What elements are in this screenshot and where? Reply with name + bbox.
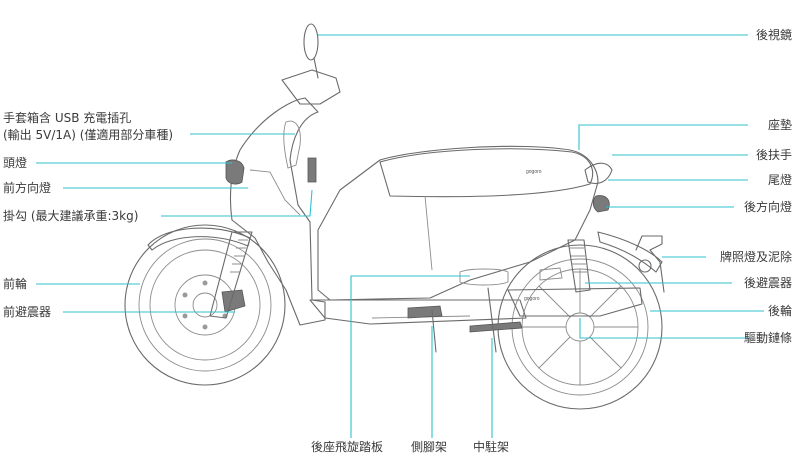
- leader-footrest: [350, 275, 470, 438]
- label-front-wheel: 前輪: [3, 277, 28, 291]
- label-usb-spec: (輸出 5V/1A) (僅適用部分車種): [3, 128, 174, 142]
- label-tail-light: 尾燈: [767, 173, 792, 187]
- label-seat: 座墊: [767, 118, 792, 132]
- label-rear-turn-signal: 後方向燈: [743, 200, 792, 214]
- label-mirror: 後視鏡: [755, 28, 792, 42]
- brand-mark-swingarm: gogoro: [524, 296, 540, 302]
- swing-arm-drawing: [507, 287, 643, 317]
- label-hook: 掛勾 (最大建議承重:3kg): [3, 209, 139, 223]
- label-rear-wheel: 後輪: [767, 304, 792, 318]
- leader-lines: [36, 34, 764, 438]
- rear-fender-drawing: [597, 231, 665, 293]
- label-side-stand: 側腳架: [411, 440, 448, 454]
- leader-hook: [161, 189, 313, 217]
- front-body-drawing: [225, 97, 326, 326]
- rear-body-drawing: [317, 145, 613, 301]
- brand-mark-seat: gogoro: [526, 169, 542, 175]
- label-front-turn-signal: 前方向燈: [3, 181, 52, 195]
- front-fork-drawing: [209, 231, 253, 319]
- handlebar-mirror-drawing: [281, 23, 341, 105]
- leader-drive-belt: [579, 318, 750, 339]
- rear-shock-drawing: [567, 239, 591, 293]
- label-center-stand: 中駐架: [473, 440, 510, 454]
- scooter-illustration: gogoro gogoro: [124, 23, 665, 410]
- label-usb-glovebox: 手套箱含 USB 充電插孔: [3, 111, 132, 125]
- label-footrest: 後座飛旋踏板: [311, 440, 384, 454]
- leader-seat: [578, 124, 748, 150]
- label-rear-shock: 後避震器: [743, 276, 792, 290]
- floor-drawing: [309, 287, 527, 353]
- label-grab-handle: 後扶手: [755, 148, 792, 162]
- label-front-shock: 前避震器: [3, 305, 52, 319]
- label-headlight: 頭燈: [3, 156, 28, 170]
- label-drive-belt: 驅動鏈條: [743, 331, 792, 345]
- label-plate-light-mudguard: 牌照燈及泥除: [719, 250, 792, 264]
